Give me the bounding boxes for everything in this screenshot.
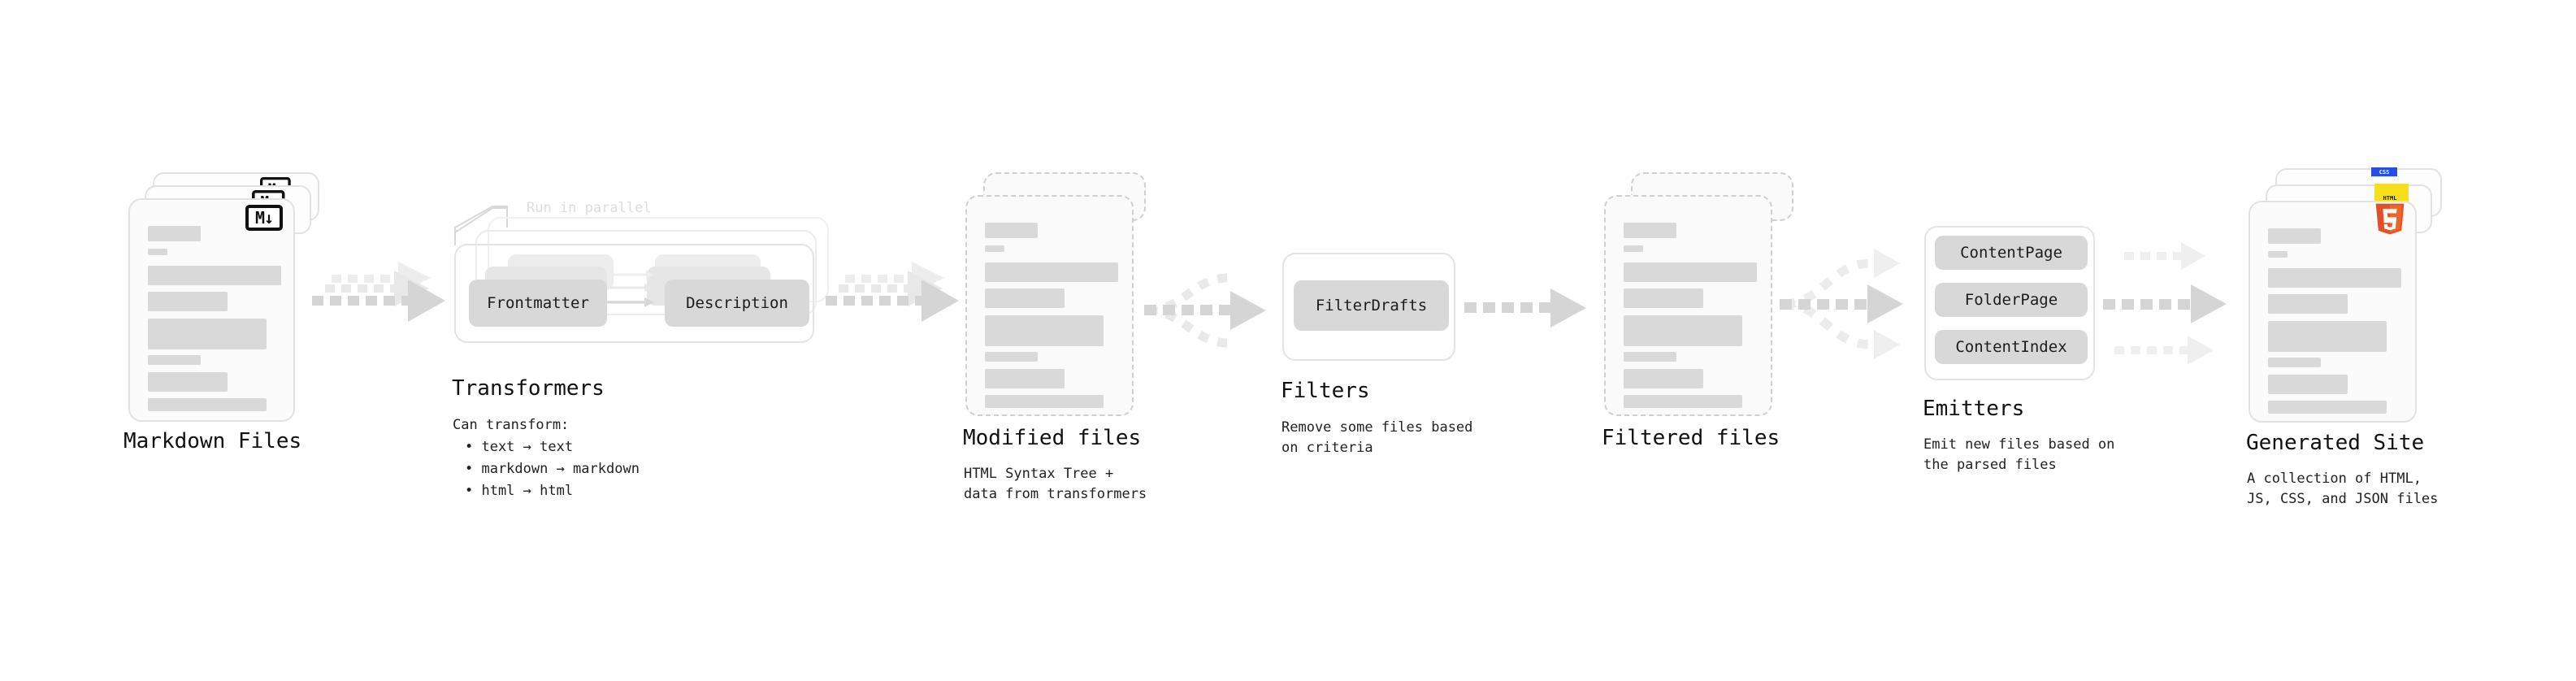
filter-chip-filterdrafts-label: FilterDrafts <box>1315 297 1428 314</box>
transformers-bullet-0: • text → text <box>465 439 574 455</box>
emitter-chip-contentindex-label: ContentIndex <box>1955 338 2067 356</box>
emitter-chip-contentpage[interactable]: ContentPage <box>1935 236 2088 270</box>
filters-desc-0: Remove some files based <box>1281 419 1473 436</box>
transformer-inner-arrows <box>604 271 654 307</box>
arrow-markdown-to-transformers <box>312 262 445 322</box>
transformers-bullet-1: • markdown → markdown <box>465 461 640 477</box>
html5-icon: HTML <box>2375 194 2405 235</box>
emitter-chip-contentpage-label: ContentPage <box>1960 244 2062 262</box>
filtered-files-title: Filtered files <box>1602 426 1780 450</box>
site-card-front <box>2249 201 2417 423</box>
emitters-desc-1: the parsed files <box>1923 457 2057 473</box>
transformers-desc-heading: Can transform: <box>453 417 570 433</box>
js-icon <box>2374 184 2409 202</box>
arrow-filtered-to-emitters <box>1780 249 1903 359</box>
arrow-emitters-to-site <box>2103 242 2227 365</box>
markdown-files-title: Markdown Files <box>124 429 302 453</box>
generated-site-desc-0: A collection of HTML, <box>2247 471 2422 487</box>
arrow-modified-to-filters <box>1144 273 1266 348</box>
css-icon: CSS <box>2371 167 2397 176</box>
modified-files-desc-1: data from transformers <box>964 486 1147 502</box>
emitter-chip-contentindex[interactable]: ContentIndex <box>1935 330 2088 364</box>
filters-title: Filters <box>1281 379 1370 403</box>
arrow-filters-to-filtered <box>1464 288 1586 327</box>
modified-files-desc-0: HTML Syntax Tree + <box>964 466 1114 482</box>
generated-site-title: Generated Site <box>2246 431 2425 455</box>
filtered-card-front <box>1604 195 1772 416</box>
run-in-parallel-label: Run in parallel <box>527 200 652 216</box>
transformer-chip-frontmatter-label: Frontmatter <box>487 294 589 312</box>
transformer-chip-frontmatter[interactable]: Frontmatter <box>469 280 607 327</box>
markdown-icon: M↓ <box>245 205 283 231</box>
transformer-chip-description-label: Description <box>686 294 788 312</box>
svg-text:HTML: HTML <box>2383 194 2396 202</box>
filter-chip-filterdrafts[interactable]: FilterDrafts <box>1294 280 1449 331</box>
emitter-chip-folderpage[interactable]: FolderPage <box>1935 283 2088 317</box>
transformer-box-mid <box>475 230 817 315</box>
modified-files-title: Modified files <box>963 426 1142 450</box>
markdown-card-front <box>128 198 295 422</box>
transformer-box-front <box>454 244 814 343</box>
transformer-chip-description[interactable]: Description <box>665 280 809 327</box>
emitters-desc-0: Emit new files based on <box>1923 436 2115 453</box>
arrow-transformers-to-modified <box>826 262 959 322</box>
emitters-title: Emitters <box>1923 397 2025 421</box>
filters-desc-1: on criteria <box>1281 440 1373 456</box>
transformers-title: Transformers <box>452 376 605 401</box>
transformers-bullet-2: • html → html <box>465 483 574 499</box>
emitter-chip-folderpage-label: FolderPage <box>1964 291 2058 309</box>
generated-site-desc-1: JS, CSS, and JSON files <box>2247 491 2439 507</box>
modified-card-front <box>965 195 1134 416</box>
